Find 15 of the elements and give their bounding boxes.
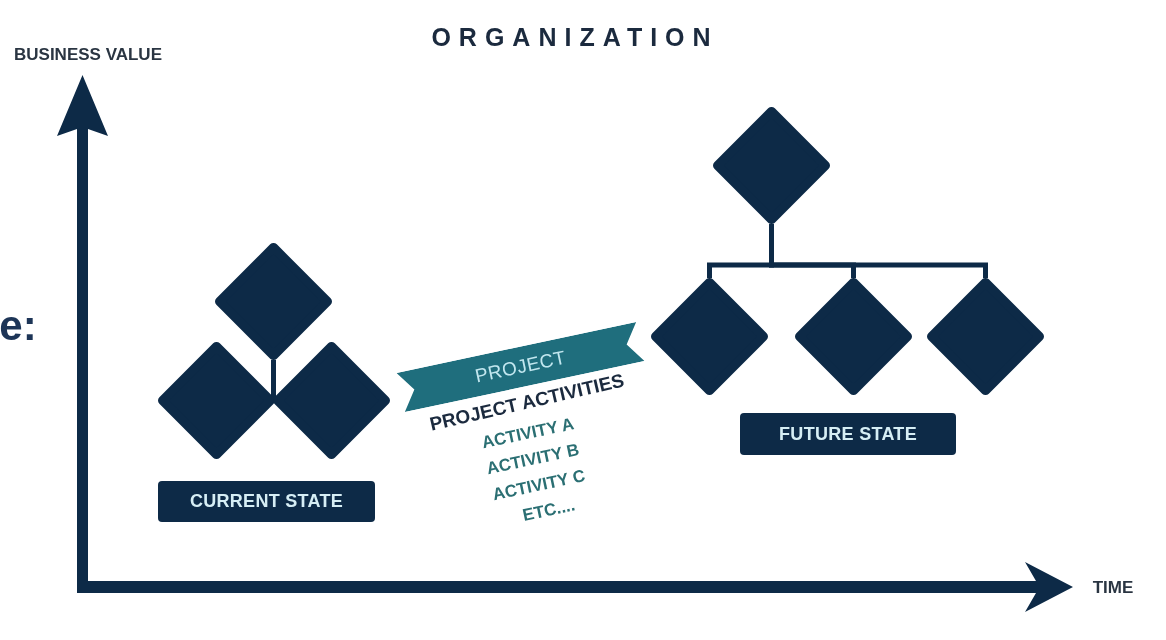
diamond-shape [713,107,830,224]
diamond-shape [795,278,912,395]
axis-label: BUSINESS VALUE [14,45,162,65]
diamond-shape [215,243,332,360]
diamond-shape [651,278,768,395]
list-item: ETC.... [521,496,577,526]
state-tag: CURRENT STATE [158,481,375,522]
diamond-shape [273,342,390,459]
state-tag: FUTURE STATE [740,413,956,455]
axis-label: TIME [1092,578,1134,598]
diamond-shape [158,342,275,459]
diagram-title: ORGANIZATION [431,22,719,52]
diamond-shape [927,278,1044,395]
partial-heading-text: e: [0,302,37,350]
connector-line [769,224,988,278]
